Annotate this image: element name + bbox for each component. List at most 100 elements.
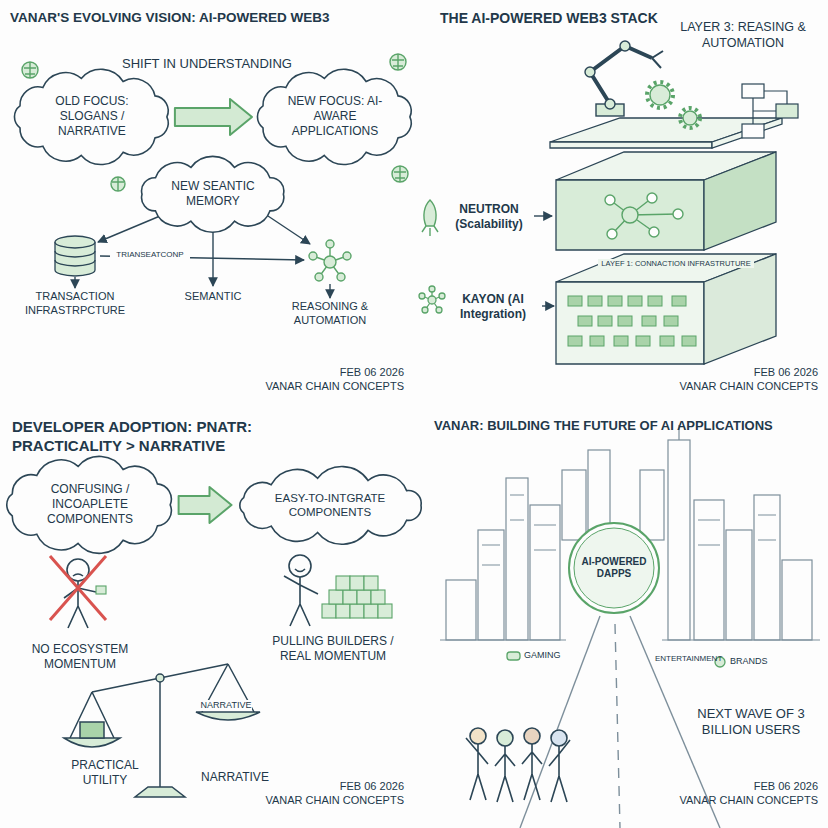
stick-figure	[466, 728, 570, 802]
network-icon	[439, 293, 445, 299]
stack-layer	[704, 254, 776, 364]
component-block	[378, 604, 392, 618]
city-skyline	[726, 530, 752, 640]
robot-arm	[652, 51, 663, 68]
caption-text: PULLING BUILDERS / REAL MOMENTUM	[258, 634, 408, 664]
node-label: OLD FOCUS: SLOGANS / NARRATIVE	[44, 94, 140, 139]
stick-figure	[495, 746, 515, 802]
data-block	[618, 316, 632, 326]
road	[520, 616, 600, 828]
network-icon	[610, 198, 678, 234]
city-skyline	[640, 470, 664, 540]
component-block	[96, 586, 106, 594]
stick-figure	[284, 576, 318, 626]
cross-mark	[50, 556, 106, 620]
stack-layer	[550, 142, 712, 148]
thought-cloud: NEW FOCUS: AI-AWARE APPLICATIONS	[258, 76, 412, 158]
thought-cloud: NEW SEANTIC MEMORY	[140, 164, 285, 225]
network-icon	[605, 193, 683, 239]
data-block	[588, 296, 602, 306]
network-icon	[326, 240, 334, 248]
date-stamp: FEB 06 2026	[654, 780, 818, 794]
layer-label: LAYER 3: REASING & AUTOMATION	[668, 20, 818, 51]
flow-arrow	[98, 216, 160, 242]
stick-figure	[289, 555, 311, 577]
flow-arrow	[268, 216, 310, 244]
layer-label: LAYEF 1: CONNACTION INFRASTRUTURE	[598, 259, 754, 268]
database-icon	[55, 236, 95, 276]
data-block	[578, 316, 592, 326]
cloud-path	[258, 69, 412, 164]
footer-credit: VANAR CHAIN CONCEPTS	[240, 380, 404, 394]
city-skyline	[478, 530, 504, 640]
node-label: NEW SEANTIC MEMORY	[168, 179, 258, 209]
panel-title: DEVELOPER ADOPTION: PNATR: PRACTICALITY …	[12, 418, 322, 456]
icon-label: SEMANTIC	[177, 290, 249, 304]
network-icon	[622, 207, 638, 223]
city-skyline	[694, 500, 724, 640]
robot-arm	[605, 99, 615, 109]
component-block	[371, 590, 385, 604]
robot-arm	[585, 67, 595, 77]
brain-icon	[390, 54, 406, 70]
node-text: EASY-TO-INTGRATE COMPONENTS	[271, 491, 389, 520]
balance-scale	[80, 722, 104, 738]
line-label: TRIANSEATCONP	[110, 250, 190, 260]
component-block	[322, 604, 336, 618]
data-block	[682, 336, 696, 346]
data-block	[614, 336, 628, 346]
gear-icon	[680, 108, 700, 128]
balance-scale	[196, 712, 260, 720]
gear-icon	[683, 111, 697, 125]
balance-scale	[135, 787, 185, 797]
icon-label: REASONING & AUTOMATION	[255, 300, 405, 328]
thought-cloud: OLD FOCUS: SLOGANS / NARRATIVE	[15, 76, 169, 158]
network-icon	[607, 229, 617, 239]
data-block	[648, 296, 662, 306]
network-icon	[605, 195, 615, 205]
stack-layer	[712, 118, 782, 148]
node-text: CONFUSING / INCOAPLETE COMPONENTS	[38, 482, 142, 527]
data-block	[608, 296, 622, 306]
data-block	[590, 336, 604, 346]
city-skyline	[754, 495, 780, 640]
network-icon	[428, 296, 436, 304]
stick-figure	[524, 728, 540, 744]
gear-icon	[647, 82, 700, 128]
balance-scale	[64, 738, 120, 747]
circle-ring	[574, 528, 654, 608]
footer-credit: VANAR CHAIN CONCEPTS	[654, 380, 818, 394]
shift-arrow	[179, 487, 232, 523]
city-skyline	[446, 580, 476, 640]
city-skyline	[782, 560, 812, 640]
category-label: GAMING	[524, 650, 574, 661]
node-label: EASY-TO-INTGRATE COMPONENTS	[271, 491, 389, 520]
icon-label: TRANSACTION INFRASTRPCTURE	[12, 290, 138, 318]
stack-layer	[550, 118, 782, 142]
database-icon	[55, 236, 95, 248]
network-icon	[337, 273, 345, 281]
stick-figure	[497, 730, 513, 746]
node-text: NEW FOCUS: AI-AWARE APPLICATIONS	[287, 94, 383, 139]
rocket-icon	[422, 200, 438, 236]
node-label: AI-POWERED DAPPS	[580, 556, 648, 581]
balance-scale	[156, 674, 164, 682]
database-icon	[55, 251, 95, 266]
stack-layer	[556, 282, 704, 364]
brain-icon	[22, 62, 38, 78]
data-block	[642, 316, 656, 326]
flowchart-icon	[742, 84, 798, 138]
cross-mark	[50, 556, 106, 620]
pointer-arrow	[534, 216, 554, 306]
caption-text: NO ECOSYSTEM MOMENTUM	[5, 642, 155, 672]
network-icon	[343, 252, 351, 260]
pan-label: NARRATIVE	[200, 700, 252, 711]
data-block	[568, 296, 696, 346]
cloud-path	[7, 457, 172, 554]
data-block	[568, 336, 582, 346]
brain-icon	[112, 177, 124, 191]
gear-icon	[650, 85, 670, 105]
panel-title: VANAR'S EVOLVING VISION: AI-POWERED WEB3	[10, 10, 414, 27]
footer-credit: VANAR CHAIN CONCEPTS	[240, 794, 404, 808]
